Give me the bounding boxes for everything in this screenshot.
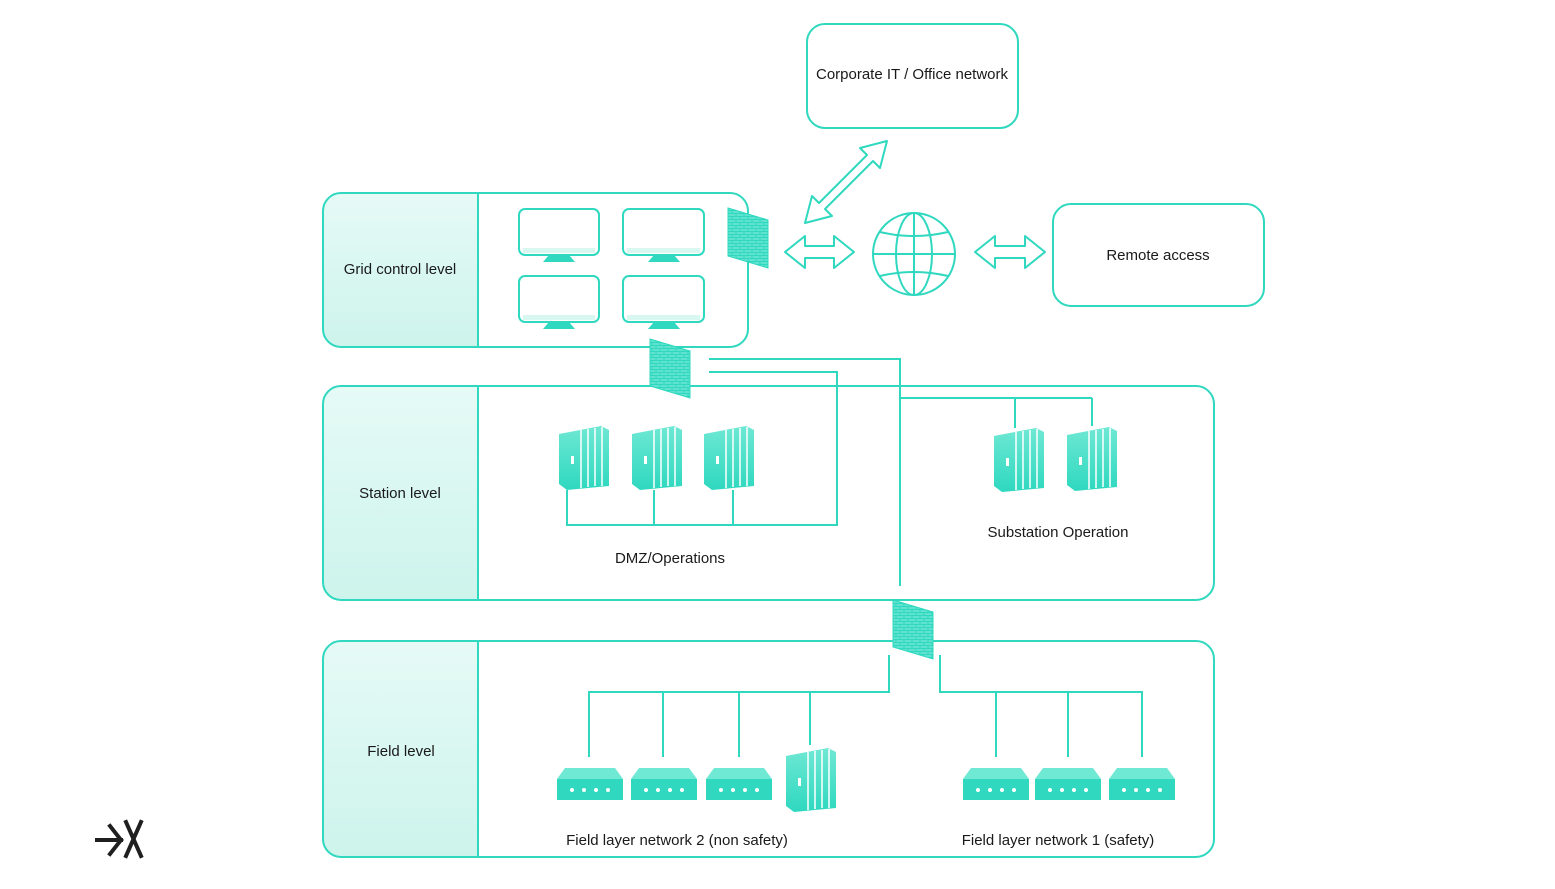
field-network-1-label: Field layer network 1 (safety) <box>962 832 1155 849</box>
monitor-icon <box>622 208 705 262</box>
firewall-icon <box>892 599 934 660</box>
server-icon <box>632 426 682 490</box>
server-icon <box>786 748 836 812</box>
station-level-label: Station level <box>359 485 441 502</box>
field-device-icon <box>963 768 1029 800</box>
field-level: Field level Field layer network 2 (non s… <box>322 640 1215 858</box>
server-icon <box>994 428 1044 492</box>
server-icon <box>1067 427 1117 491</box>
field-level-label: Field level <box>367 743 435 760</box>
firewall-icon <box>727 207 769 269</box>
grid-control-level-label: Grid control level <box>344 261 457 278</box>
monitor-icon <box>518 275 600 329</box>
field-device-icon <box>557 768 623 800</box>
monitor-icon <box>622 275 705 329</box>
grid-control-level: Grid control level <box>322 192 749 348</box>
remote-access-node: Remote access <box>1052 203 1265 307</box>
field-device-icon <box>631 768 697 800</box>
globe-icon <box>872 212 956 296</box>
brand-logo <box>95 819 144 859</box>
monitor-icon <box>518 208 600 262</box>
field-device-icon <box>1109 768 1175 800</box>
corporate-it-label: Corporate IT / Office network <box>816 66 1009 83</box>
station-level: Station level DMZ/Operations Substation … <box>322 385 1215 601</box>
server-icon <box>559 426 609 490</box>
firewall-icon <box>649 338 691 399</box>
connection-lines <box>566 358 1143 757</box>
corporate-link-arrow-icon <box>804 140 888 224</box>
field-network-2-label: Field layer network 2 (non safety) <box>566 832 788 849</box>
field-device-icon <box>1035 768 1101 800</box>
substation-operation-label: Substation Operation <box>988 524 1129 541</box>
field-device-icon <box>706 768 772 800</box>
internet-link-arrow-icon <box>784 235 855 269</box>
remote-link-arrow-icon <box>974 235 1046 269</box>
server-icon <box>704 426 754 490</box>
corporate-it-node: Corporate IT / Office network <box>806 23 1019 129</box>
remote-access-label: Remote access <box>1106 247 1209 264</box>
dmz-operations-label: DMZ/Operations <box>615 550 725 567</box>
